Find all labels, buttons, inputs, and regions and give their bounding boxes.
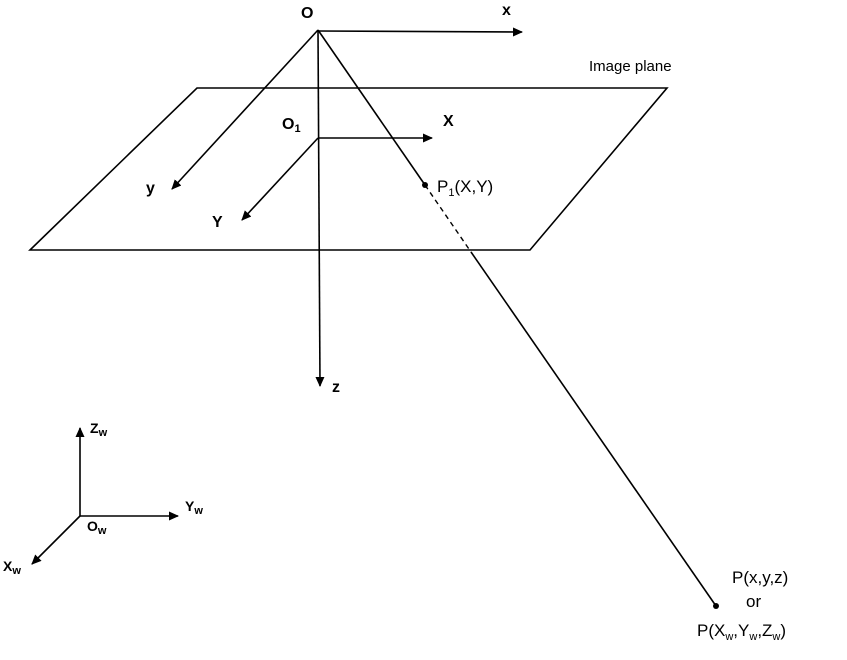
camera-z-axis-label: z — [332, 379, 340, 396]
projection-ray-upper — [317, 29, 426, 186]
camera-x-axis-label: x — [502, 2, 511, 19]
image-Y-axis-line — [241, 137, 319, 221]
point-p1-dot — [422, 182, 428, 188]
world-z-axis-label: Zw — [90, 420, 108, 439]
world-x-axis-label: Xw — [3, 558, 21, 577]
image-origin-label: O1 — [282, 116, 301, 135]
image-plane-outline — [28, 87, 669, 251]
image-Y-axis-label: Y — [212, 214, 223, 231]
camera-z-axis-line — [315, 29, 325, 387]
camera-origin-label: O — [301, 5, 313, 22]
projection-ray-lower — [470, 251, 717, 607]
world-origin-label: Ow — [87, 518, 107, 537]
camera-y-axis-line — [171, 29, 319, 190]
point-p-label-line3: P(Xw,Yw,Zw) — [697, 621, 786, 643]
point-p1-label: P1(X,Y) — [437, 177, 493, 199]
camera-y-axis-label: y — [146, 180, 155, 197]
image-plane-label: Image plane — [589, 58, 672, 75]
image-X-axis-label: X — [443, 113, 454, 130]
world-x-axis-line — [31, 515, 81, 565]
point-p-label-line1: P(x,y,z) — [732, 568, 788, 587]
world-y-axis-label: Yw — [185, 498, 203, 517]
point-p-label-line2: or — [746, 592, 761, 611]
point-p-dot — [713, 603, 719, 609]
camera-x-axis-line — [317, 27, 523, 37]
projection-ray-dashed — [424, 184, 472, 253]
